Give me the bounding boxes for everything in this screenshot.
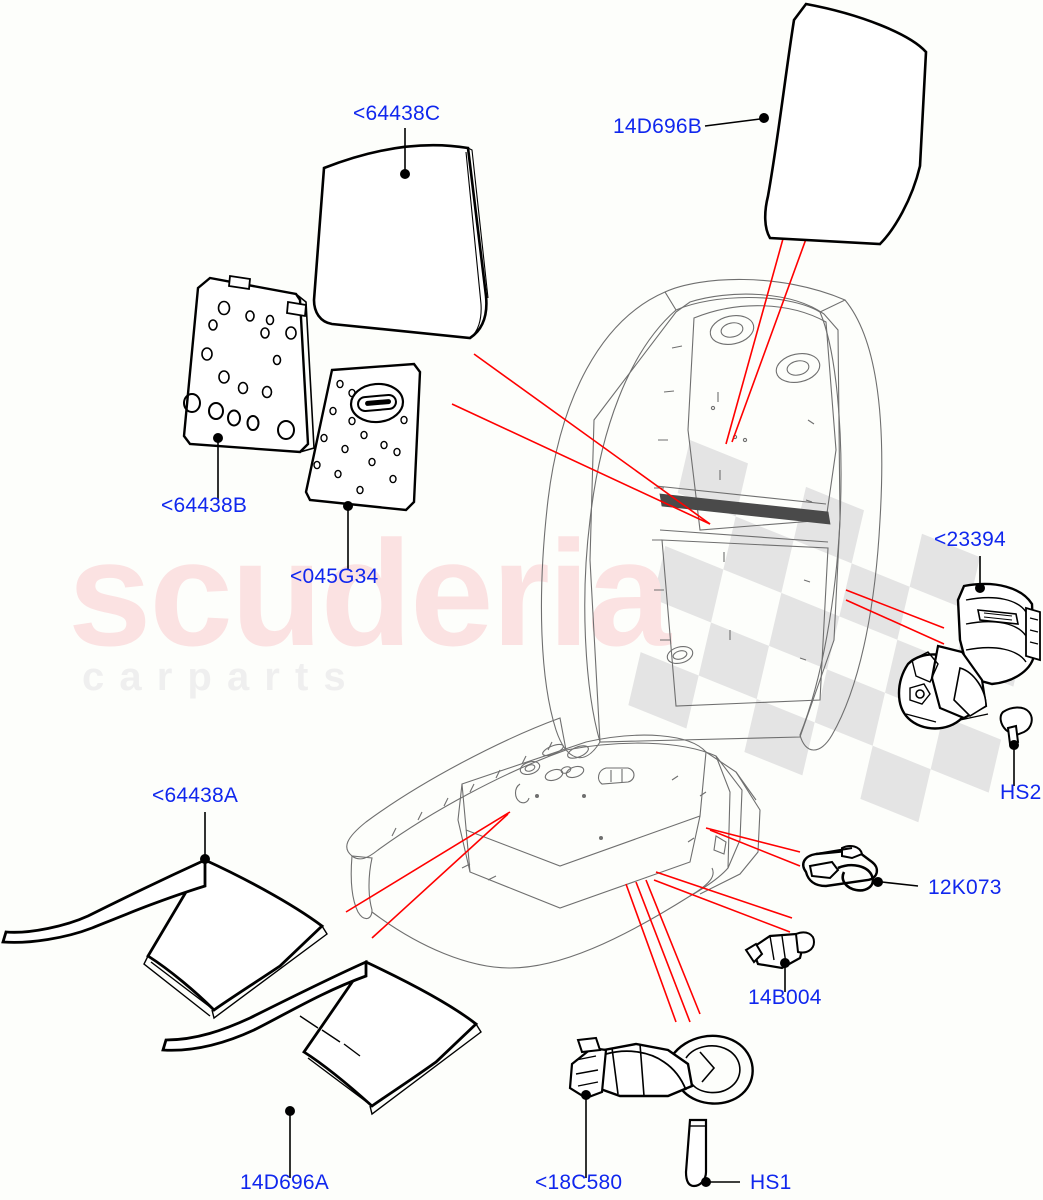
part-label-14B004[interactable]: 14B004: [748, 986, 822, 1009]
highlight-leader-lines: [345, 227, 945, 1023]
part-label-HS1[interactable]: HS1: [750, 1171, 791, 1194]
part-label-23394[interactable]: <23394: [934, 528, 1006, 551]
part-14D696B[interactable]: [763, 2, 928, 246]
part-label-045G34[interactable]: <045G34: [290, 565, 379, 588]
watermark-brand: scuderia: [68, 509, 673, 677]
part-label-64438C[interactable]: <64438C: [353, 102, 440, 125]
part-18C580[interactable]: [568, 1034, 754, 1105]
part-label-64438B[interactable]: <64438B: [161, 494, 247, 517]
part-64438A[interactable]: [1, 857, 328, 1020]
part-label-HS2[interactable]: HS2: [1000, 781, 1041, 804]
part-23394[interactable]: [897, 582, 1041, 730]
part-label-14D696B[interactable]: 14D696B: [613, 115, 702, 138]
part-label-64438A[interactable]: <64438A: [152, 784, 238, 807]
part-HS2[interactable]: [999, 706, 1033, 746]
part-label-14D696A[interactable]: 14D696A: [240, 1171, 329, 1194]
part-HS1[interactable]: [684, 1118, 708, 1188]
seat-cushion-frame-ghost: [346, 717, 761, 969]
watermark-tagline: c a r p a r t s: [82, 655, 348, 699]
part-64438B[interactable]: [182, 274, 315, 454]
part-045G34[interactable]: [304, 362, 422, 512]
seat-back-frame-ghost: [540, 278, 883, 759]
part-label-12K073[interactable]: 12K073: [928, 876, 1002, 899]
part-14D696A[interactable]: [161, 959, 482, 1116]
leader-lines: [200, 113, 1019, 1187]
part-12K073[interactable]: [802, 845, 879, 892]
part-64438C[interactable]: [312, 143, 489, 340]
part-label-18C580[interactable]: <18C580: [535, 1171, 622, 1194]
part-14B004[interactable]: [744, 931, 816, 970]
